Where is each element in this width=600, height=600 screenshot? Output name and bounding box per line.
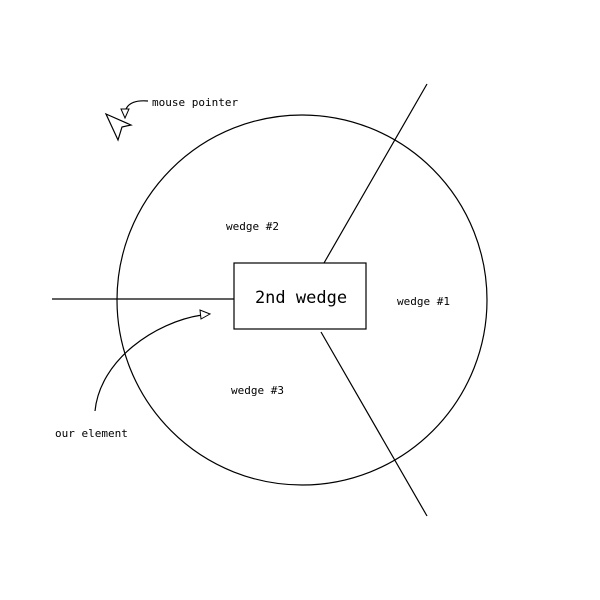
divider-lower-right-line [320,331,428,517]
arrow-icon [199,309,212,320]
divider-upper-right-line [323,83,428,264]
our-element-label: our element [55,427,128,440]
mouse-pointer-annotation: mouse pointer [104,96,238,142]
wedge-1-label: wedge #1 [397,295,450,308]
center-element[interactable]: 2nd wedge [233,262,367,330]
center-element-label: 2nd wedge [255,288,347,308]
pie-circle [116,114,488,486]
mouse-pointer-icon [104,112,133,142]
wedge-3-label: wedge #3 [231,384,284,397]
our-element-annotation: our element [55,309,212,440]
center-element-box[interactable] [233,262,367,330]
wedge-2-label: wedge #2 [226,220,279,233]
arrow-icon [120,108,130,120]
our-element-curve [94,314,203,412]
mouse-pointer-label: mouse pointer [152,96,238,109]
